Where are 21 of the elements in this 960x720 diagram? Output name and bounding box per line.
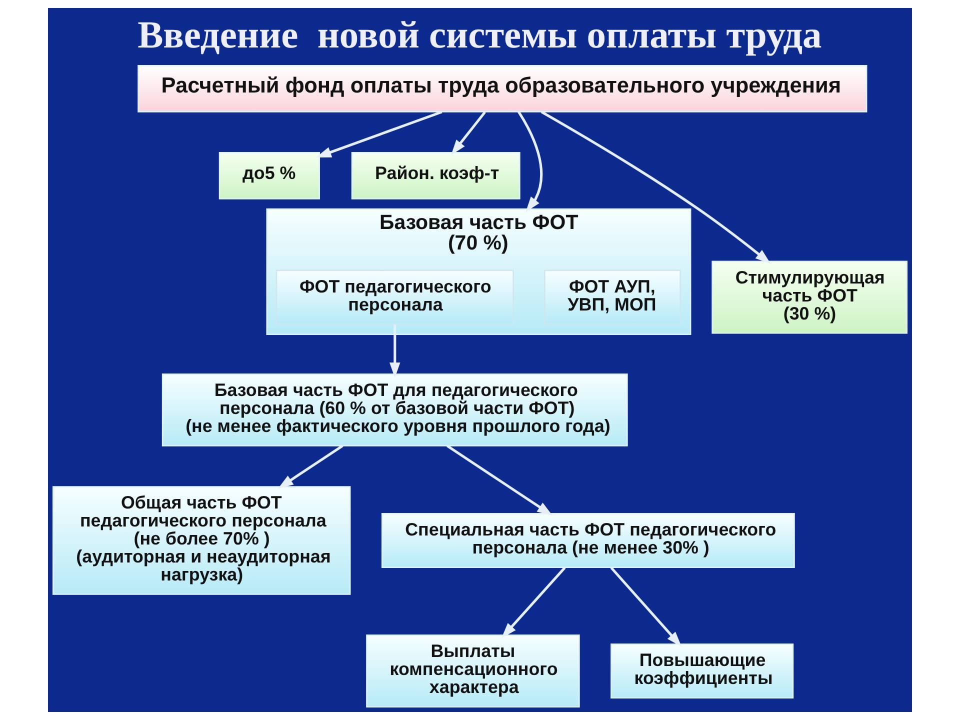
- arrow: [610, 566, 682, 647]
- node-box: Выплаты компенсационного характера: [366, 634, 580, 708]
- arrow: [278, 444, 344, 489]
- arrow: [446, 444, 553, 516]
- node-box: Стимулирующая часть ФОТ (30 %): [712, 260, 908, 334]
- arrow: [390, 324, 400, 378]
- arrow: [502, 566, 566, 638]
- arrow: [540, 110, 771, 264]
- arrow: [451, 111, 486, 156]
- node-box: Повышающие коэффициенты: [610, 644, 794, 699]
- node-box: Специальная часть ФОТ педагогического персонала (не менее 30% ): [381, 512, 795, 568]
- node-box: ФОТ АУП, УВП, МОП: [544, 270, 681, 325]
- arrow: [518, 111, 543, 212]
- node-box: до5 %: [218, 152, 320, 200]
- node-box: Базовая часть ФОТ для педагогического персонала (60 % от базовой части ФОТ) (не менее фактического уровня прошлого года): [162, 373, 628, 446]
- node-box: Общая часть ФОТ педагогического персонала (не более 70% ) (аудиторная и неаудиторная нагрузка): [52, 486, 351, 595]
- node-box: Расчетный фонд оплаты труда образовательного учреждения: [138, 64, 868, 112]
- node-box: ФОТ педагогического персонала: [276, 270, 514, 325]
- node-box: Район. коэф-т: [351, 152, 520, 200]
- arrow: [316, 110, 442, 158]
- diagram-title: Введение новой системы оплаты труда: [138, 14, 822, 57]
